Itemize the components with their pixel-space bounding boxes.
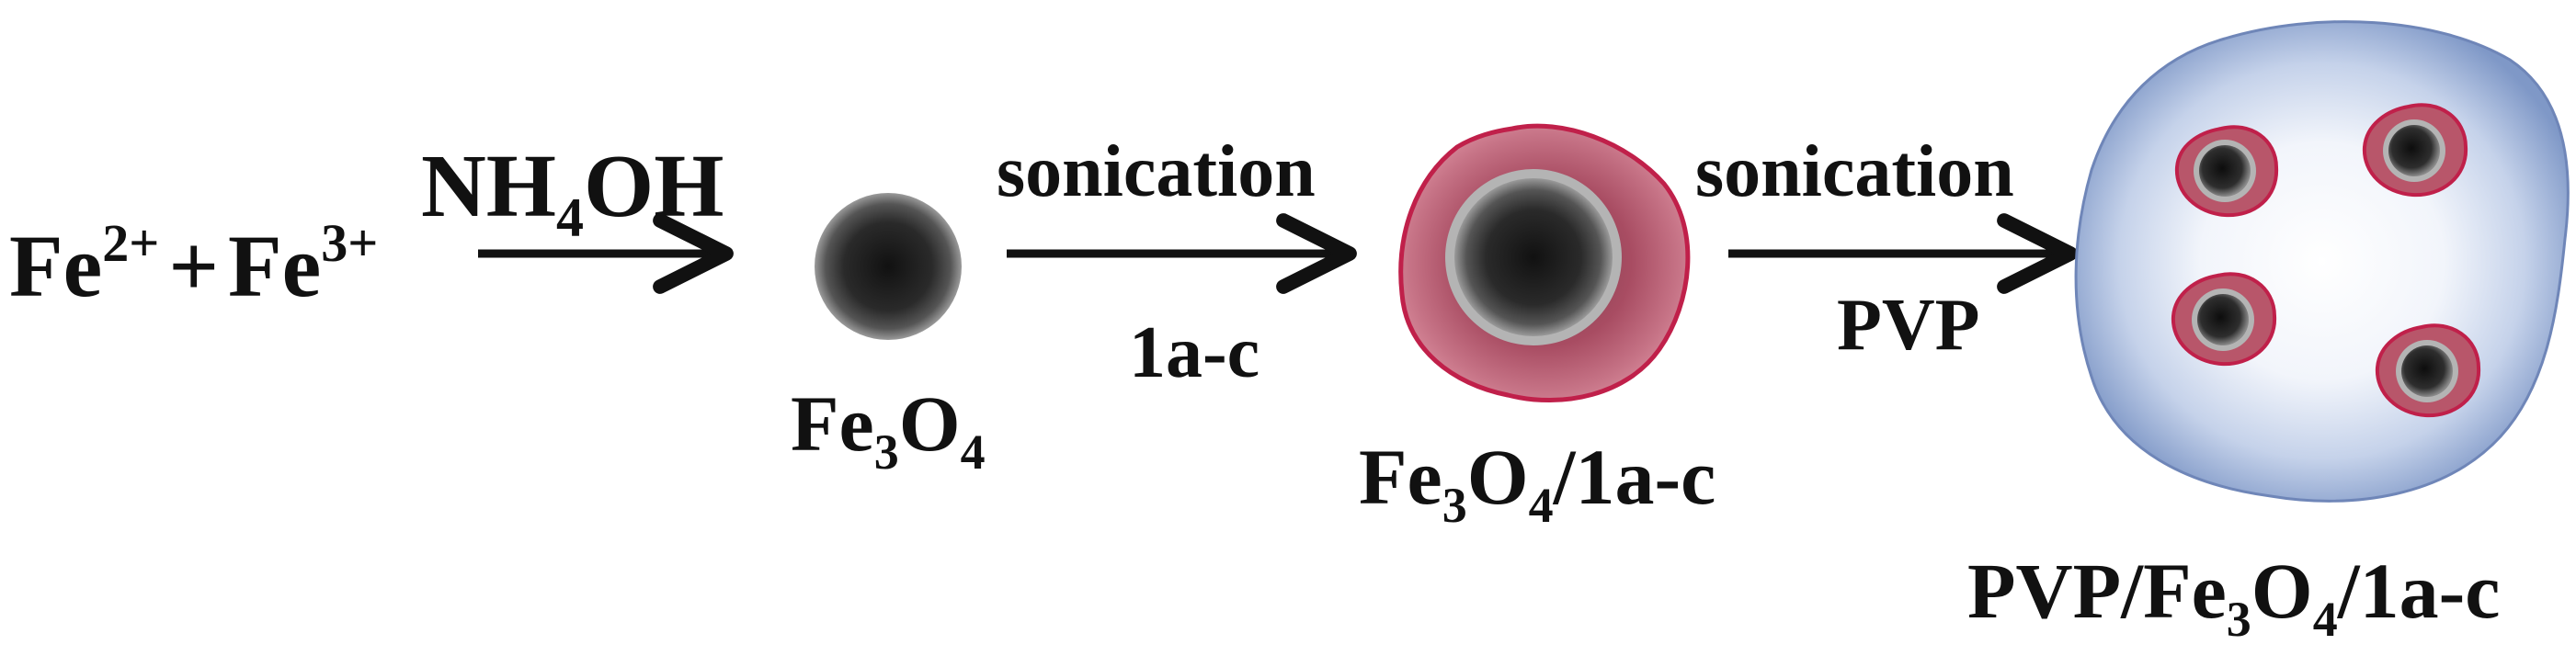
embedded-particle — [2174, 125, 2279, 218]
fe3o4-particle — [815, 193, 962, 340]
product-fe3o4-1ac-label: Fe3O4/1a-c — [1359, 433, 1715, 533]
step1-reagent-label: NH4OH — [421, 137, 724, 248]
product-fe3o4-label: Fe3O4 — [791, 379, 986, 480]
step2-below-label: 1a-c — [1129, 312, 1260, 393]
core-fe3o4-inner — [1454, 178, 1613, 336]
step3-above-label: sonication — [1695, 131, 2014, 212]
reactants-label: Fe2++Fe3+ — [9, 213, 378, 315]
embedded-particle — [2375, 323, 2481, 418]
embedded-particle — [2362, 103, 2468, 198]
pvp-matrix — [2074, 20, 2570, 503]
step3-below-label: PVP — [1837, 285, 1980, 366]
embedded-particle — [2171, 272, 2277, 367]
step2-above-label: sonication — [997, 131, 1316, 212]
product-pvp-fe3o4-1ac-label: PVP/Fe3O4/1a-c — [1967, 547, 2500, 647]
